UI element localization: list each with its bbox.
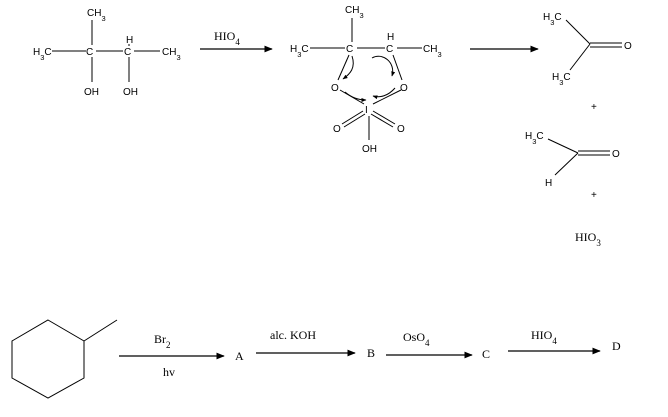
- reactant-left-methyl: H3C: [33, 47, 52, 62]
- intermediate-carbon-2: C: [386, 44, 393, 55]
- reactant-diol: CH3 H3C C H C CH3 OH OH: [33, 8, 181, 98]
- step4-arrow: HIO4: [508, 328, 601, 355]
- reactant-right-methyl: CH3: [162, 47, 181, 62]
- intermediate-carbon-1: C: [346, 44, 353, 55]
- acetaldehyde-hydrogen: H: [545, 178, 552, 189]
- product-c: C: [482, 347, 490, 361]
- intermediate-top-methyl: CH3: [345, 5, 364, 20]
- reagent-oso4: OsO4: [403, 330, 430, 348]
- step3-arrow: OsO4: [386, 330, 473, 359]
- bond: [337, 54, 350, 81]
- methyl-bond: [83, 319, 118, 342]
- product-b: B: [367, 346, 375, 360]
- electron-arrow-2: [371, 55, 396, 77]
- bond: [372, 110, 396, 125]
- reagent-hio4: HIO4: [531, 328, 557, 346]
- step1-arrow: Br2 hv: [119, 332, 225, 379]
- product-acetaldehyde: H3C H O: [525, 131, 620, 189]
- product-d: D: [612, 339, 621, 353]
- intermediate-hydroxyl: OH: [362, 144, 377, 155]
- intermediate-oxygen-left: O: [331, 83, 339, 94]
- intermediate-left-methyl: H3C: [290, 44, 309, 59]
- reactant-top-methyl: CH3: [87, 8, 106, 23]
- bond: [341, 110, 364, 125]
- intermediate-hydrogen: H: [387, 32, 394, 43]
- intermediate-oxygen-right: O: [400, 83, 408, 94]
- product-a: A: [235, 349, 244, 363]
- plus-sign: +: [591, 102, 597, 113]
- acetaldehyde-oxygen: O: [612, 149, 620, 160]
- bond: [565, 19, 591, 45]
- electron-arrow-4: [344, 91, 367, 102]
- reactant-hydrogen: H: [126, 35, 133, 46]
- plus-sign: +: [591, 190, 597, 201]
- reagent-br2: Br2: [154, 332, 171, 350]
- intermediate-oxo-left: O: [333, 124, 341, 135]
- reactant-hydroxyl-1: OH: [84, 87, 99, 98]
- reagent-hio4: HIO4: [214, 29, 240, 47]
- step2-arrow: alc. KOH: [256, 328, 356, 357]
- reactant-hydroxyl-2: OH: [123, 87, 138, 98]
- bond: [372, 89, 402, 105]
- methylcyclohexane: [11, 319, 118, 399]
- bond: [547, 138, 579, 154]
- product-acetone: H3C H3C O: [543, 12, 632, 87]
- reactant-carbon-2: C: [124, 47, 131, 58]
- bond: [392, 54, 403, 81]
- bond: [343, 113, 366, 128]
- acetone-oxygen: O: [624, 41, 632, 52]
- intermediate-oxo-right: O: [397, 124, 405, 135]
- electron-arrow-3: [372, 87, 396, 100]
- acetaldehyde-methyl: H3C: [525, 131, 544, 146]
- intermediate-iodine: I: [365, 105, 368, 116]
- reagent-hv: hv: [163, 365, 175, 379]
- product-hio3: HIO3: [575, 230, 601, 248]
- intermediate-right-methyl: CH3: [423, 44, 442, 59]
- bond: [569, 43, 591, 71]
- periodate-intermediate: CH3 H3C C H C CH3 O O I O O OH: [290, 5, 442, 155]
- acetone-methyl-bottom: H3C: [552, 72, 571, 87]
- arrow-hio4: HIO4: [200, 29, 273, 53]
- bond: [554, 152, 579, 176]
- bond: [370, 113, 394, 128]
- reagent-alc-koh: alc. KOH: [270, 328, 316, 342]
- cyclohexane-ring: [11, 319, 85, 399]
- acetone-methyl-top: H3C: [543, 12, 562, 27]
- reactant-carbon-1: C: [86, 47, 93, 58]
- electron-arrow-1: [342, 55, 354, 80]
